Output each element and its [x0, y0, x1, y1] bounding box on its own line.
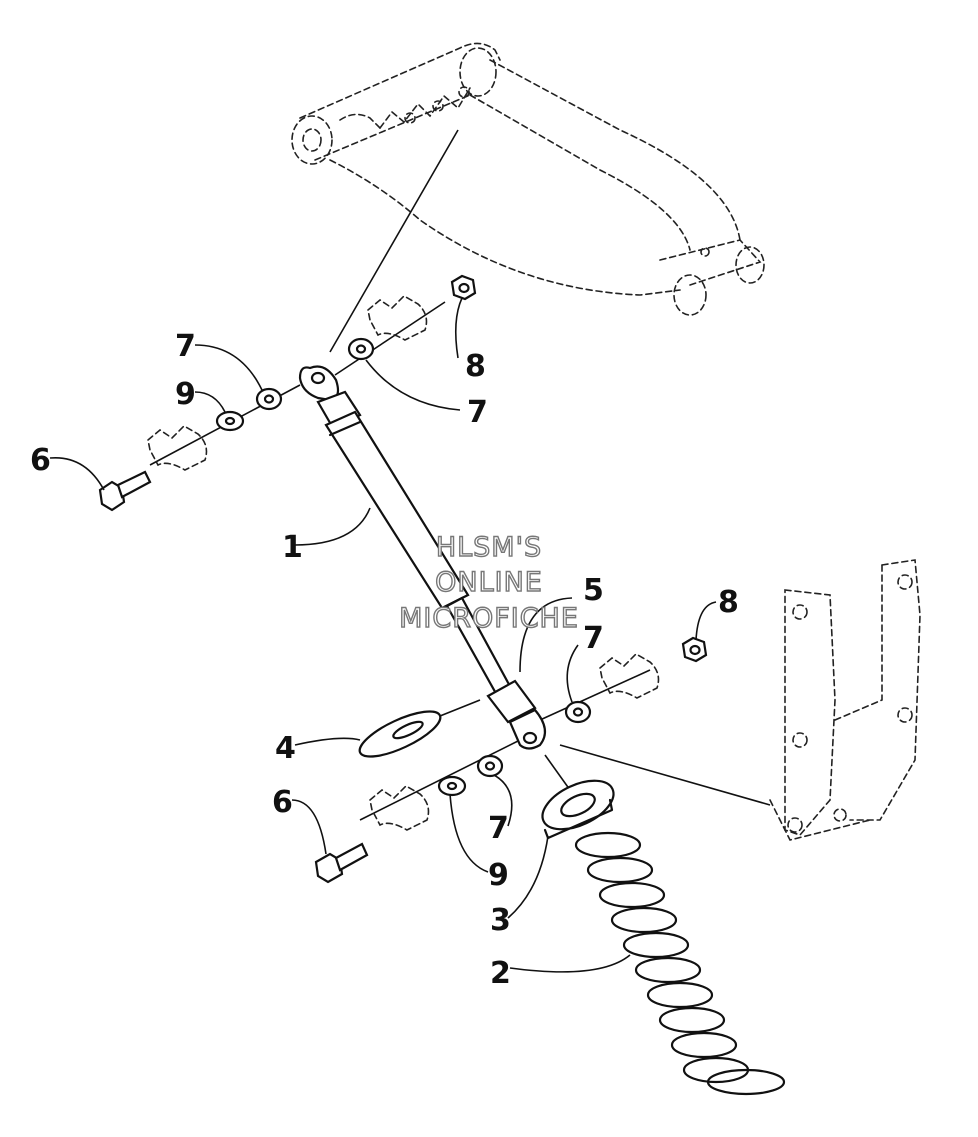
label-5-bumper: 5: [583, 573, 604, 608]
label-8-lower-nut: 8: [718, 585, 739, 620]
spring-retainer: [541, 779, 615, 840]
watermark-line-3: MICROFICHE: [399, 603, 579, 634]
callout-labels: 1 2 3 4 5 6 6 7 7 7 7 8 8 9 9: [30, 329, 739, 991]
leader-lines: [49, 297, 717, 973]
lock-nuts: [450, 274, 708, 663]
label-7-lower-left: 7: [488, 811, 509, 846]
watermark-line-1: HLSM'S: [436, 532, 542, 563]
label-4-spring-seat: 4: [275, 731, 296, 766]
upper-bolt: [98, 470, 152, 512]
assembly-center-lines: [149, 129, 771, 821]
frame-bracket-reference: [769, 559, 921, 841]
watermark: HLSM'S ONLINE MICROFICHE: [398, 531, 579, 634]
watermark-line-2: ONLINE: [435, 567, 543, 598]
label-7-upper-right: 7: [467, 395, 488, 430]
label-7-lower-right: 7: [583, 621, 604, 656]
label-2-spring: 2: [490, 956, 511, 991]
label-9-upper-washer: 9: [175, 377, 196, 412]
washers: [215, 337, 592, 797]
coil-spring: [574, 831, 786, 1096]
label-9-lower-washer: 9: [488, 858, 509, 893]
label-3-spring-retainer: 3: [490, 903, 511, 938]
label-6-lower-bolt: 6: [272, 785, 293, 820]
label-7-upper-left: 7: [175, 329, 196, 364]
label-1-shock: 1: [282, 530, 303, 565]
shock-absorber: [298, 365, 547, 750]
spring-seat: [358, 710, 442, 758]
mount-tabs-reference: [147, 295, 660, 831]
lower-bolt: [314, 842, 369, 884]
upper-a-arm-reference: [291, 42, 765, 316]
label-8-upper-nut: 8: [465, 349, 486, 384]
label-6-upper-bolt: 6: [30, 443, 51, 478]
